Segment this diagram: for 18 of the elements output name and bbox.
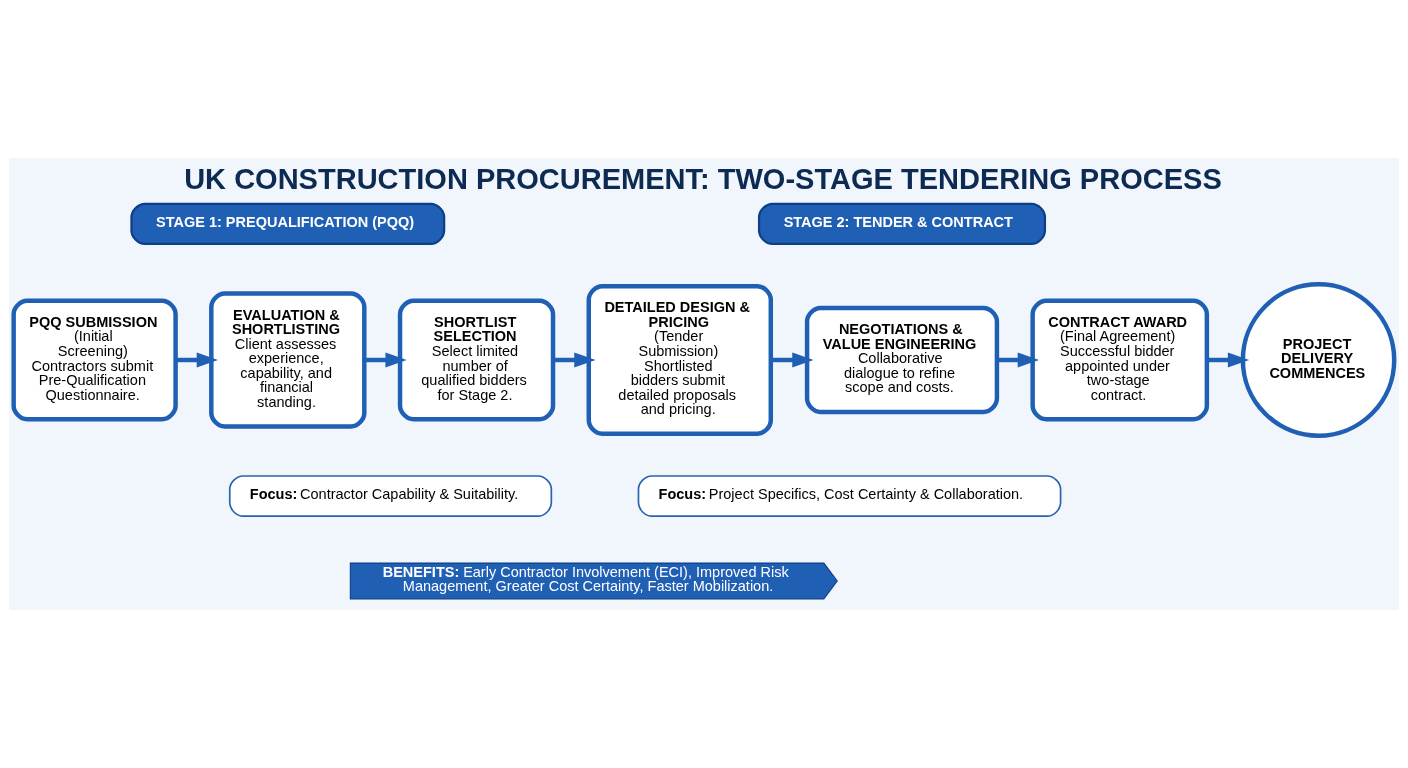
arrow: [770, 352, 814, 368]
node-box: STAGE 1: PREQUALIFICATION (PQQ): [130, 202, 446, 246]
node-box: PQQ SUBMISSION (Initial Screening) Contractors submit Pre-Qualification Questionnaire.: [11, 298, 178, 422]
node-box: SHORTLIST SELECTION Select limited number of qualified bidders for Stage 2.: [397, 298, 556, 422]
node-box: Focus: Project Specifics, Cost Certainty & Collaboration.: [637, 475, 1062, 518]
arrow: [175, 352, 218, 368]
arrow: [364, 352, 407, 368]
arrow: [1207, 352, 1250, 368]
node-box: STAGE 2: TENDER & CONTRACT: [757, 202, 1047, 246]
node-box: DETAILED DESIGN & PRICING (Tender Submission) Shortlisted bidders submit detailed proposals and pricing.: [586, 284, 774, 436]
node-box: EVALUATION & SHORTLISTING Client assesses experience, capability, and financial standing.: [209, 291, 367, 429]
diagram-title: UK CONSTRUCTION PROCUREMENT: TWO-STAGE TENDERING PROCESS: [184, 163, 1222, 196]
arrow: [553, 352, 596, 368]
arrow: [997, 352, 1039, 368]
node-circle: PROJECT DELIVERY COMMENCES: [1240, 282, 1397, 438]
node-box: Focus: Contractor Capability & Suitability.: [228, 475, 553, 518]
node-box: CONTRACT AWARD (Final Agreement) Successful bidder appointed under two-stage contract.: [1030, 298, 1210, 422]
node-box: NEGOTIATIONS & VALUE ENGINEERING Collaborative dialogue to refine scope and costs.: [804, 305, 1000, 415]
